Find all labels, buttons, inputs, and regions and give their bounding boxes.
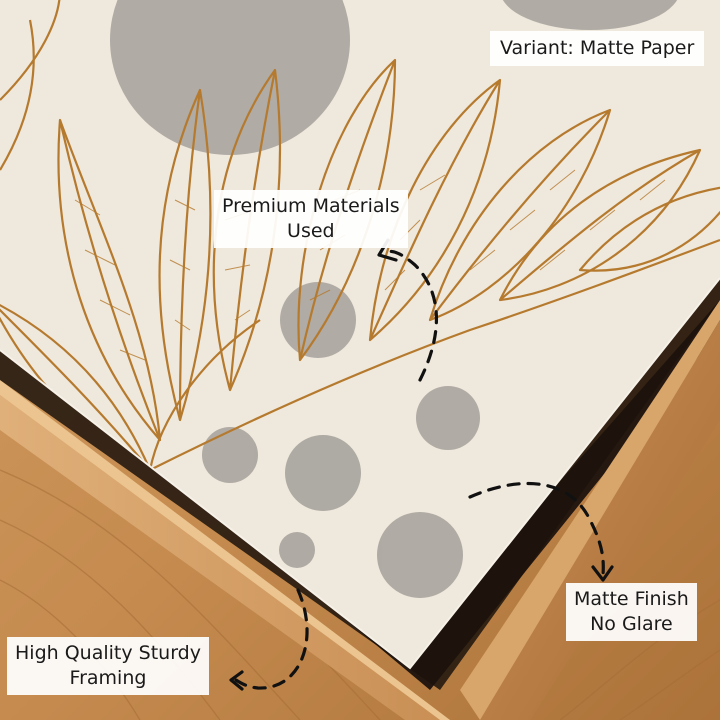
callout-framing: High Quality Sturdy Framing — [7, 637, 209, 695]
dashed-arrows — [234, 249, 605, 690]
callout-matte-line-1: Matte Finish — [574, 588, 689, 610]
callout-premium-line-1: Premium Materials — [222, 195, 400, 217]
callout-variant-line-1: Variant: Matte Paper — [500, 37, 695, 59]
callout-matte-finish: Matte Finish No Glare — [566, 583, 697, 641]
arrow-matte — [468, 481, 605, 577]
arrow-framing — [234, 588, 309, 690]
callout-premium-materials: Premium Materials Used — [214, 190, 408, 248]
gray-circles — [110, 0, 680, 598]
arrowhead-matte — [591, 565, 614, 582]
arrowhead-framing — [229, 670, 244, 691]
callout-premium-line-2: Used — [287, 220, 335, 242]
arrow-premium — [383, 249, 438, 382]
callout-framing-line-2: Framing — [69, 667, 147, 689]
callout-variant: Variant: Matte Paper — [490, 31, 705, 66]
callout-matte-line-2: No Glare — [590, 613, 673, 635]
leaf-veins — [74, 169, 666, 361]
callout-framing-line-1: High Quality Sturdy — [15, 642, 201, 664]
